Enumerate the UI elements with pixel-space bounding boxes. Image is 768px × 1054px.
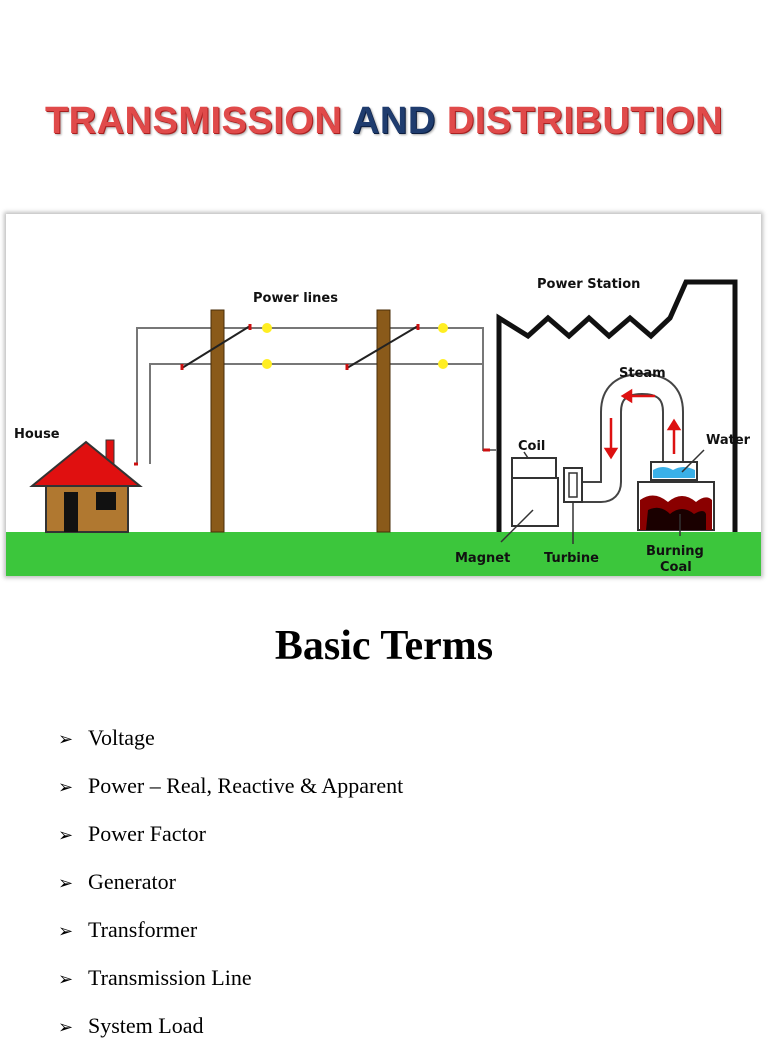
house-icon [29, 439, 143, 533]
list-item: ➢ Transformer [58, 910, 403, 958]
turbine-icon [563, 467, 583, 503]
power-station-label: Power Station [537, 277, 640, 292]
terms-list: ➢ Voltage ➢ Power – Real, Reactive & Appar… [58, 718, 403, 1054]
house-label: House [14, 427, 60, 442]
term-label: Generator [88, 869, 176, 894]
title-transmission: TRANSMISSION [44, 100, 343, 142]
insulator-icons [262, 323, 448, 369]
steam-label: Steam [619, 366, 666, 381]
arrow-bullet-icon: ➢ [58, 1017, 74, 1037]
generator-coil-icon [511, 457, 559, 527]
term-label: Transmission Line [88, 965, 252, 990]
list-item: ➢ System Load [58, 1006, 403, 1054]
list-item: ➢ Power – Real, Reactive & Apparent [58, 766, 403, 814]
burning-label: Burning [646, 544, 704, 559]
arrow-bullet-icon: ➢ [58, 825, 74, 845]
section-title: Basic Terms [274, 623, 494, 669]
title-distribution: DISTRIBUTION [446, 100, 724, 142]
wire-clamps [134, 324, 490, 466]
page-title: TRANSMISSION AND DISTRIBUTION [0, 100, 768, 143]
diagram-svg: House Power lines Power Station Steam Co… [6, 277, 761, 576]
term-label: Power – Real, Reactive & Apparent [88, 773, 404, 798]
term-label: Voltage [88, 725, 155, 750]
term-label: System Load [88, 1013, 204, 1038]
list-item: ➢ Power Factor [58, 814, 403, 862]
title-and: AND [351, 100, 436, 142]
list-item: ➢ Transmission Line [58, 958, 403, 1006]
list-item: ➢ Generator [58, 862, 403, 910]
power-system-diagram: House Power lines Power Station Steam Co… [6, 214, 761, 576]
coil-label: Coil [518, 439, 545, 454]
list-item: ➢ Voltage [58, 718, 403, 766]
arrow-bullet-icon: ➢ [58, 921, 74, 941]
boiler-icon [637, 481, 715, 531]
steam-flow-arrows [603, 388, 682, 460]
magnet-label: Magnet [455, 551, 510, 566]
pole-crossarms [181, 325, 419, 369]
label-leader-lines [500, 449, 705, 544]
power-pole-left [210, 309, 225, 533]
arrow-bullet-icon: ➢ [58, 969, 74, 989]
water-label: Water [706, 433, 751, 448]
ground [6, 532, 761, 576]
term-label: Power Factor [88, 821, 206, 846]
turbine-label: Turbine [544, 551, 599, 566]
arrow-bullet-icon: ➢ [58, 873, 74, 893]
power-lines-label: Power lines [253, 291, 338, 306]
coal-label: Coal [660, 560, 692, 575]
arrow-bullet-icon: ➢ [58, 777, 74, 797]
term-label: Transformer [88, 917, 198, 942]
arrow-bullet-icon: ➢ [58, 729, 74, 749]
power-pole-right [376, 309, 391, 533]
power-lines-wires [134, 327, 496, 465]
